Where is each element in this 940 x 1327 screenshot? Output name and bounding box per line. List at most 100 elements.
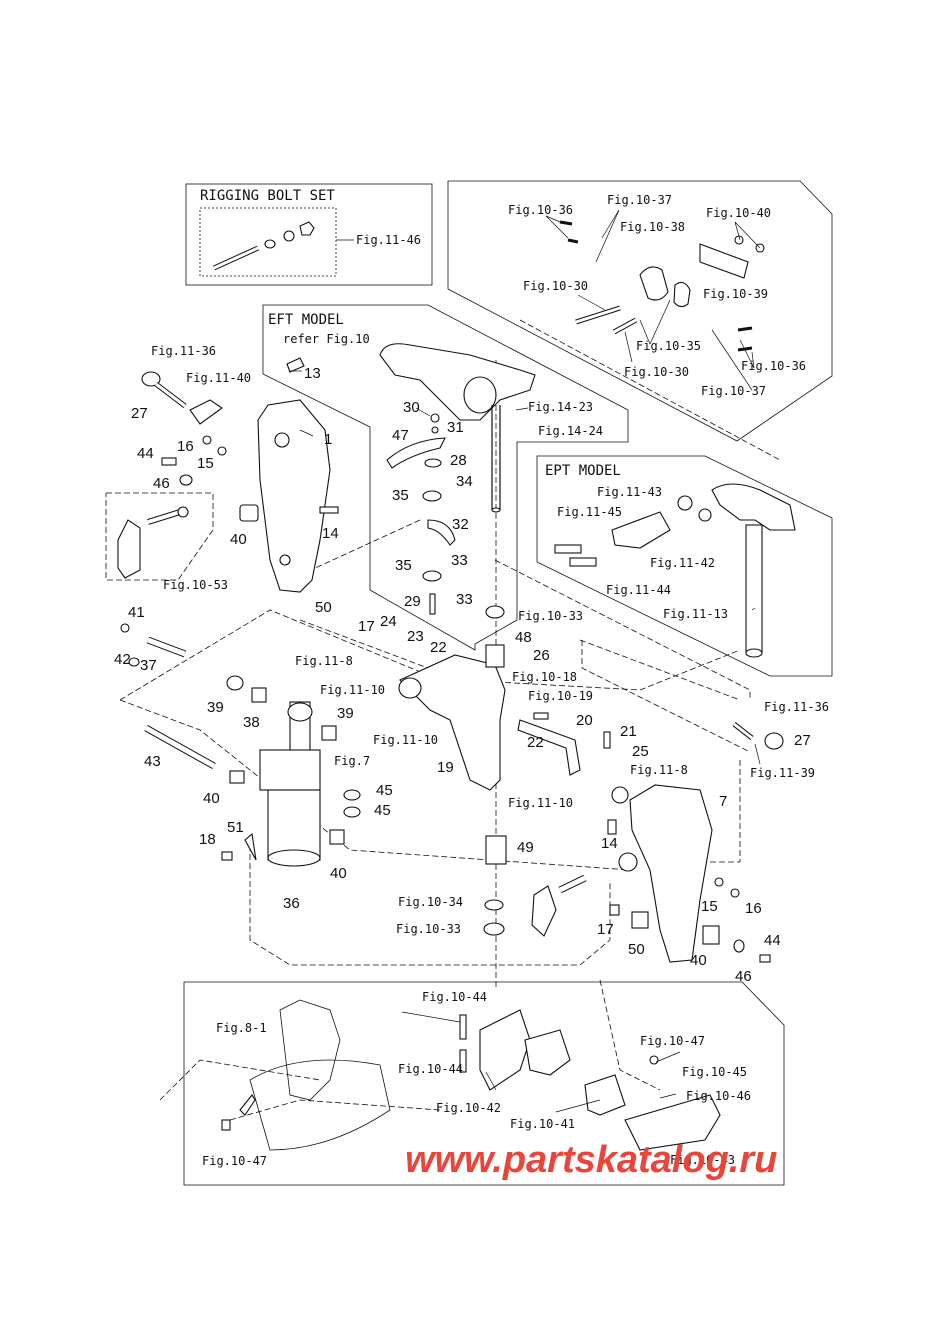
part-number-label: 25 <box>632 743 649 760</box>
figure-reference-label: Fig.10-43 <box>670 1153 735 1167</box>
figure-reference-labels: Fig.11-46Fig.10-36Fig.10-37Fig.10-38Fig.… <box>151 193 829 1168</box>
figure-reference-label: Fig.10-53 <box>163 578 228 592</box>
part-number-label: 22 <box>527 734 544 751</box>
figure-reference-label: Fig.11-36 <box>151 344 216 358</box>
part-number-label: 44 <box>137 445 154 462</box>
figure-reference-label: Fig.11-44 <box>606 583 671 597</box>
figure-reference-label: Fig.10-47 <box>640 1034 705 1048</box>
part-number-label: 44 <box>764 932 781 949</box>
part-number-label: 20 <box>576 712 593 729</box>
figure-reference-label: Fig.10-19 <box>528 689 593 703</box>
tilt-cylinder <box>221 701 361 867</box>
part-number-label: 7 <box>719 793 727 810</box>
part-number-label: 46 <box>735 968 752 985</box>
part-number-label: 48 <box>515 629 532 646</box>
part-number-label: 34 <box>456 473 473 490</box>
figure-reference-label: Fig.11-10 <box>373 733 438 747</box>
figure-reference-label: Fig.10-30 <box>624 365 689 379</box>
figure-reference-label: Fig.10-42 <box>436 1101 501 1115</box>
figure-reference-label: Fig.11-13 <box>663 607 728 621</box>
figure-reference-label: Fig.11-42 <box>650 556 715 570</box>
part-number-label: 40 <box>230 531 247 548</box>
pins-and-rods <box>120 623 337 784</box>
part-number-label: 31 <box>447 419 464 436</box>
ept-model-title: EPT MODEL <box>545 463 621 479</box>
figure-reference-label: Fig.10-35 <box>636 339 701 353</box>
part-number-label: 18 <box>199 831 216 848</box>
rigging-bolt-parts <box>212 221 315 271</box>
figure-reference-label: Fig.11-46 <box>356 233 421 247</box>
part-number-label: 17 <box>597 921 614 938</box>
leader-lines <box>290 209 761 1113</box>
part-number-label: 35 <box>392 487 409 504</box>
figure-reference-label: Fig.10-37 <box>701 384 766 398</box>
top-right-box <box>447 180 833 442</box>
part-number-label: 15 <box>197 455 214 472</box>
figure-reference-label: Fig.10-36 <box>741 359 806 373</box>
left-clamp-bracket <box>117 371 339 593</box>
part-number-label: 17 <box>358 618 375 635</box>
part-number-label: 51 <box>227 819 244 836</box>
figure-reference-label: Fig.11-8 <box>295 654 353 668</box>
part-number-label: 15 <box>701 898 718 915</box>
part-number-label: 16 <box>745 900 762 917</box>
part-number-label: 45 <box>374 802 391 819</box>
part-number-label: 21 <box>620 723 637 740</box>
figure-reference-label: Fig.10-18 <box>512 670 577 684</box>
ept-model-box <box>536 455 833 677</box>
part-number-label: 14 <box>601 835 618 852</box>
figure-reference-label: Fig.8-1 <box>216 1021 267 1035</box>
bottom-box-parts <box>221 999 721 1151</box>
part-number-label: 13 <box>304 365 321 382</box>
eft-model-title: EFT MODEL <box>268 312 344 328</box>
part-number-label: 23 <box>407 628 424 645</box>
figure-reference-label: Fig.11-40 <box>186 371 251 385</box>
figure-reference-label: Fig.11-10 <box>320 683 385 697</box>
part-number-label: 36 <box>283 895 300 912</box>
figure-reference-label: Fig.14-23 <box>528 400 593 414</box>
part-number-label: 29 <box>404 593 421 610</box>
eft-bracket <box>286 343 536 615</box>
part-number-label: 42 <box>114 651 131 668</box>
figure-reference-label: Fig.10-34 <box>398 895 463 909</box>
part-number-label: 46 <box>153 475 170 492</box>
part-number-label: 22 <box>430 639 447 656</box>
part-number-label: 38 <box>243 714 260 731</box>
part-number-label: 27 <box>794 732 811 749</box>
rigging-bolt-set-title: RIGGING BOLT SET <box>200 188 335 204</box>
part-number-label: 30 <box>403 399 420 416</box>
part-number-label: 37 <box>140 657 157 674</box>
part-number-label: 32 <box>452 516 469 533</box>
figure-reference-label: Fig.11-8 <box>630 763 688 777</box>
part-number-label: 50 <box>628 941 645 958</box>
ept-bracket <box>554 483 796 658</box>
figure-reference-label: Fig.10-44 <box>398 1062 463 1076</box>
figure-reference-label: Fig.10-36 <box>508 203 573 217</box>
figure-reference-label: Fig.11-43 <box>597 485 662 499</box>
part-number-label: 33 <box>456 591 473 608</box>
top-box-parts <box>559 220 765 352</box>
part-number-label: 41 <box>128 604 145 621</box>
part-number-label: 24 <box>380 613 397 630</box>
part-number-label: 39 <box>337 705 354 722</box>
figure-reference-label: Fig.10-30 <box>523 279 588 293</box>
part-number-label: 45 <box>376 782 393 799</box>
figure-reference-label: Fig.11-10 <box>508 796 573 810</box>
eft-refer-note: refer Fig.10 <box>283 332 370 346</box>
figure-reference-label: Fig.10-33 <box>518 609 583 623</box>
figure-reference-label: Fig.10-37 <box>607 193 672 207</box>
figure-reference-label: Fig.7 <box>334 754 370 768</box>
figure-reference-label: Fig.11-45 <box>557 505 622 519</box>
part-number-label: 39 <box>207 699 224 716</box>
part-number-label: 40 <box>330 865 347 882</box>
figure-reference-label: Fig.10-41 <box>510 1117 575 1131</box>
figure-reference-label: Fig.10-39 <box>703 287 768 301</box>
part-number-label: 28 <box>450 452 467 469</box>
figure-reference-label: Fig.11-36 <box>764 700 829 714</box>
figure-reference-label: Fig.10-38 <box>620 220 685 234</box>
figure-reference-label: Fig.10-47 <box>202 1154 267 1168</box>
bottom-detail-box <box>183 981 785 1186</box>
figure-reference-label: Fig.10-46 <box>686 1089 751 1103</box>
